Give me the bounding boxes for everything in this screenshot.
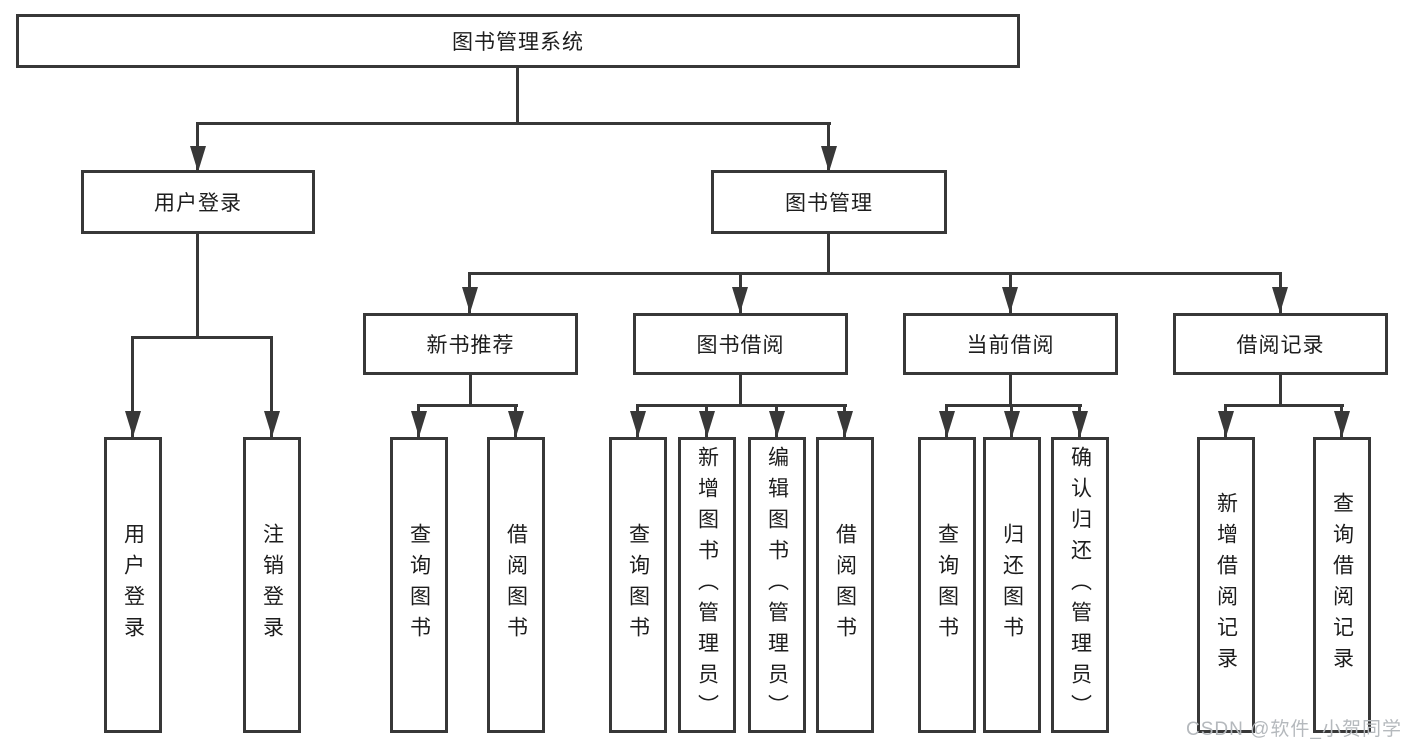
- leaf-query-books-borrowing-label: 查询图书: [626, 523, 650, 647]
- arrow-down-icon: [699, 411, 715, 437]
- leaf-add-book-admin-label: 新增图书（管理员）: [695, 445, 719, 725]
- node-new-book-recommend-label: 新书推荐: [426, 334, 515, 357]
- connector-stem: [469, 375, 472, 406]
- arrow-down-icon: [821, 146, 837, 172]
- arrow-down-icon: [939, 411, 955, 437]
- leaf-query-borrow-record: 查询借阅记录: [1313, 437, 1371, 733]
- node-user-login: 用户登录: [81, 170, 315, 234]
- connector-stem: [1279, 375, 1282, 406]
- leaf-query-books-borrowing: 查询图书: [609, 437, 667, 733]
- arrow-down-icon: [630, 411, 646, 437]
- leaf-add-book-admin: 新增图书（管理员）: [678, 437, 736, 733]
- connector-bar: [945, 404, 1082, 407]
- connector-book-mgmt-stem: [827, 234, 830, 274]
- node-current-borrowing: 当前借阅: [903, 313, 1118, 375]
- arrow-down-icon: [125, 411, 141, 437]
- arrow-down-icon: [1272, 287, 1288, 313]
- node-borrow-records-label: 借阅记录: [1236, 334, 1325, 357]
- node-new-book-recommend: 新书推荐: [363, 313, 578, 375]
- leaf-query-borrow-record-label: 查询借阅记录: [1330, 492, 1354, 678]
- connector-root-stem: [516, 66, 519, 124]
- leaf-confirm-return-admin-label: 确认归还（管理员）: [1068, 445, 1092, 725]
- arrow-down-icon: [264, 411, 280, 437]
- leaf-add-borrow-record: 新增借阅记录: [1197, 437, 1255, 733]
- leaf-query-books-current-label: 查询图书: [935, 523, 959, 647]
- leaf-query-books-recommend: 查询图书: [390, 437, 448, 733]
- connector-book-mgmt-bar: [469, 272, 1281, 275]
- leaf-return-book: 归还图书: [983, 437, 1041, 733]
- leaf-edit-book-admin-label: 编辑图书（管理员）: [765, 445, 789, 725]
- connector-bar: [417, 404, 518, 407]
- connector-user-login-stem: [196, 234, 199, 338]
- connector-root-bar: [196, 122, 831, 125]
- leaf-query-books-current: 查询图书: [918, 437, 976, 733]
- connector-stem: [1009, 375, 1012, 406]
- node-book-borrowing-label: 图书借阅: [696, 334, 785, 357]
- node-book-borrowing: 图书借阅: [633, 313, 848, 375]
- leaf-return-book-label: 归还图书: [1000, 523, 1024, 647]
- arrow-down-icon: [1334, 411, 1350, 437]
- arrow-down-icon: [1004, 411, 1020, 437]
- node-root: 图书管理系统: [16, 14, 1020, 68]
- arrow-down-icon: [1072, 411, 1088, 437]
- connector-user-login-bar: [131, 336, 273, 339]
- leaf-edit-book-admin: 编辑图书（管理员）: [748, 437, 806, 733]
- leaf-logout: 注销登录: [243, 437, 301, 733]
- arrow-down-icon: [732, 287, 748, 313]
- node-current-borrowing-label: 当前借阅: [966, 334, 1055, 357]
- arrow-down-icon: [508, 411, 524, 437]
- node-user-login-label: 用户登录: [154, 192, 242, 215]
- leaf-borrow-books-borrowing: 借阅图书: [816, 437, 874, 733]
- arrow-down-icon: [1218, 411, 1234, 437]
- leaf-borrow-books-recommend: 借阅图书: [487, 437, 545, 733]
- arrow-down-icon: [462, 287, 478, 313]
- arrow-down-icon: [411, 411, 427, 437]
- node-root-label: 图书管理系统: [452, 31, 584, 54]
- node-borrow-records: 借阅记录: [1173, 313, 1388, 375]
- connector-drop: [131, 336, 134, 437]
- leaf-confirm-return-admin: 确认归还（管理员）: [1051, 437, 1109, 733]
- connector-bar: [636, 404, 847, 407]
- arrow-down-icon: [837, 411, 853, 437]
- node-book-mgmt-label: 图书管理: [785, 192, 873, 215]
- arrow-down-icon: [1002, 287, 1018, 313]
- connector-stem: [739, 375, 742, 406]
- connector-bar: [1224, 404, 1344, 407]
- leaf-logout-label: 注销登录: [260, 523, 284, 647]
- csdn-watermark: CSDN @软件_小贺同学: [1186, 719, 1402, 740]
- node-book-mgmt: 图书管理: [711, 170, 947, 234]
- leaf-borrow-books-borrowing-label: 借阅图书: [833, 523, 857, 647]
- arrow-down-icon: [190, 146, 206, 172]
- leaf-borrow-books-recommend-label: 借阅图书: [504, 523, 528, 647]
- leaf-add-borrow-record-label: 新增借阅记录: [1214, 492, 1238, 678]
- leaf-query-books-recommend-label: 查询图书: [407, 523, 431, 647]
- leaf-user-login-label: 用户登录: [121, 523, 145, 647]
- leaf-user-login: 用户登录: [104, 437, 162, 733]
- connector-drop: [270, 336, 273, 437]
- arrow-down-icon: [769, 411, 785, 437]
